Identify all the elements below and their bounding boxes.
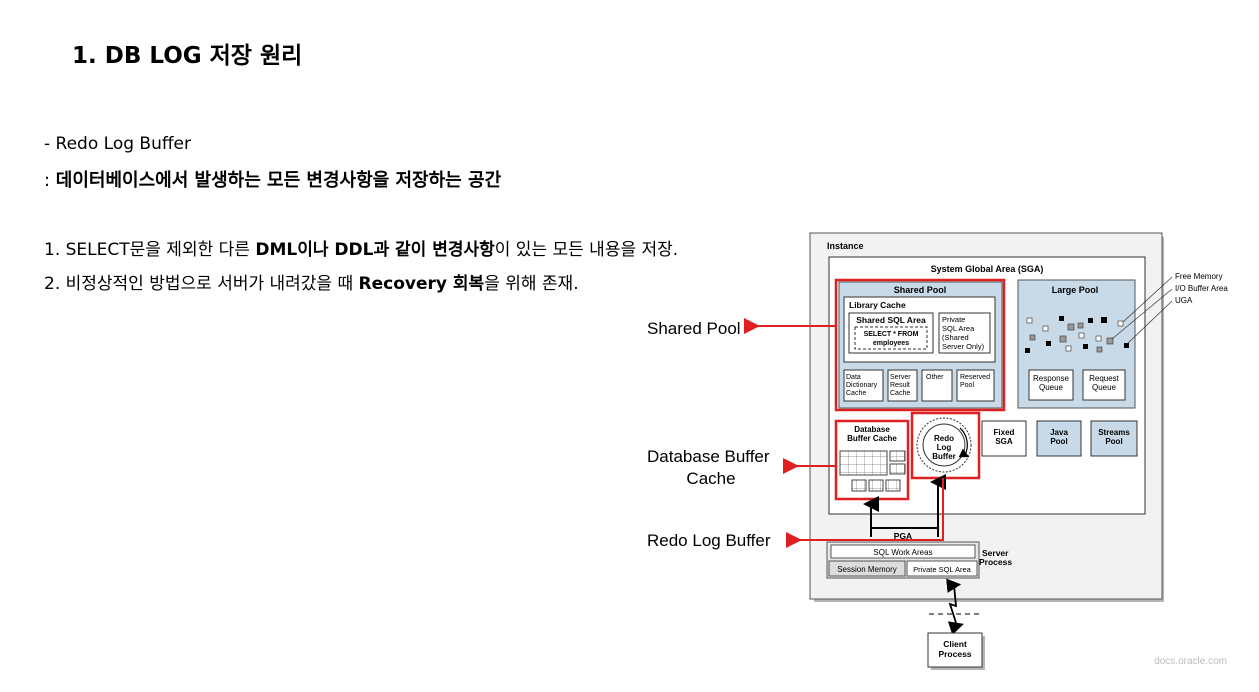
callout-db-buffer-1: Database Buffer bbox=[647, 447, 770, 466]
reserved-pool-box bbox=[956, 369, 995, 402]
svg-text:Database: Database bbox=[854, 425, 890, 434]
svg-text:(Shared: (Shared bbox=[942, 333, 969, 342]
definition-term: - Redo Log Buffer bbox=[44, 134, 192, 154]
shared-sql-area-label: Shared SQL Area bbox=[856, 315, 926, 325]
svg-text:SGA: SGA bbox=[995, 437, 1013, 446]
svg-text:Queue: Queue bbox=[1092, 383, 1117, 392]
instance-label: Instance bbox=[827, 241, 864, 251]
svg-text:Dictionary: Dictionary bbox=[846, 382, 878, 389]
svg-text:Reserved: Reserved bbox=[960, 374, 990, 381]
callout-redo-log-buffer: Redo Log Buffer bbox=[647, 531, 771, 550]
sga-label: System Global Area (SGA) bbox=[931, 264, 1044, 274]
svg-text:Session Memory: Session Memory bbox=[837, 565, 897, 574]
point-1: 1. SELECT문을 제외한 다른 DML이나 DDL과 같이 변경사항이 있… bbox=[44, 240, 679, 260]
svg-text:Client: Client bbox=[943, 639, 967, 649]
legend-free-memory: Free Memory bbox=[1175, 272, 1223, 281]
svg-text:Cache: Cache bbox=[846, 390, 866, 397]
svg-text:Process: Process bbox=[938, 649, 971, 659]
callout-db-buffer-2: Cache bbox=[686, 469, 735, 488]
request-queue-box bbox=[1082, 369, 1126, 401]
svg-text:Redo: Redo bbox=[934, 434, 954, 443]
svg-text:Server Only): Server Only) bbox=[942, 342, 985, 351]
pga-label: PGA bbox=[894, 531, 912, 541]
library-cache-label: Library Cache bbox=[849, 300, 906, 310]
svg-text:Other: Other bbox=[926, 374, 944, 381]
svg-text:Response: Response bbox=[1033, 374, 1070, 383]
svg-text:Pool: Pool bbox=[960, 382, 974, 389]
callout-shared-pool: Shared Pool bbox=[647, 319, 741, 338]
svg-text:Data: Data bbox=[846, 374, 861, 381]
svg-text:Private SQL Area: Private SQL Area bbox=[913, 565, 971, 574]
definition-text: : 데이터베이스에서 발생하는 모든 변경사항을 저장하는 공간 bbox=[44, 170, 502, 191]
svg-text:Request: Request bbox=[1089, 374, 1120, 383]
other-box bbox=[921, 369, 953, 402]
page-title: 1. DB LOG 저장 원리 bbox=[72, 43, 303, 69]
svg-text:Java: Java bbox=[1050, 428, 1068, 437]
svg-text:Cache: Cache bbox=[890, 390, 910, 397]
response-queue-box bbox=[1028, 369, 1074, 401]
svg-text:Streams: Streams bbox=[1098, 428, 1130, 437]
svg-text:Process: Process bbox=[979, 557, 1012, 567]
private-sql-box bbox=[938, 312, 991, 354]
sql-work-areas-box bbox=[830, 544, 976, 559]
fixed-sga-box bbox=[981, 420, 1027, 457]
svg-text:Server: Server bbox=[890, 374, 911, 381]
data-dictionary-box bbox=[843, 369, 884, 402]
session-memory-box bbox=[828, 560, 906, 577]
source-watermark: docs.oracle.com bbox=[1154, 656, 1227, 667]
svg-text:Server: Server bbox=[982, 548, 1009, 558]
private-sql-area-box bbox=[906, 560, 978, 577]
streams-pool-box bbox=[1090, 420, 1138, 457]
svg-text:SQL Area: SQL Area bbox=[942, 324, 975, 333]
shared-pool-label: Shared Pool bbox=[894, 285, 947, 295]
svg-text:Log: Log bbox=[937, 443, 952, 452]
svg-text:Pool: Pool bbox=[1050, 437, 1067, 446]
svg-text:Buffer: Buffer bbox=[932, 452, 956, 461]
svg-text:Buffer Cache: Buffer Cache bbox=[847, 434, 897, 443]
svg-text:Private: Private bbox=[942, 315, 965, 324]
client-process-box bbox=[927, 632, 983, 668]
buffer-grid bbox=[839, 450, 888, 476]
legend bbox=[1111, 276, 1173, 345]
large-pool-label: Large Pool bbox=[1052, 285, 1099, 295]
sql-text-2: employees bbox=[873, 340, 909, 347]
sql-text-1: SELECT * FROM bbox=[864, 331, 919, 338]
svg-text:SQL Work Areas: SQL Work Areas bbox=[873, 548, 932, 557]
svg-text:Result: Result bbox=[890, 382, 910, 389]
java-pool-box bbox=[1036, 420, 1082, 457]
legend-uga: UGA bbox=[1175, 296, 1193, 305]
legend-io-buffer: I/O Buffer Area bbox=[1175, 284, 1228, 293]
svg-text:Fixed: Fixed bbox=[994, 428, 1015, 437]
server-result-box bbox=[887, 369, 918, 402]
svg-text:Queue: Queue bbox=[1039, 383, 1064, 392]
svg-text:Pool: Pool bbox=[1105, 437, 1122, 446]
large-pool-blocks bbox=[1025, 316, 1129, 353]
point-2: 2. 비정상적인 방법으로 서버가 내려갔을 때 Recovery 회복을 위해… bbox=[44, 274, 579, 294]
shared-pool-highlight bbox=[834, 278, 1006, 412]
